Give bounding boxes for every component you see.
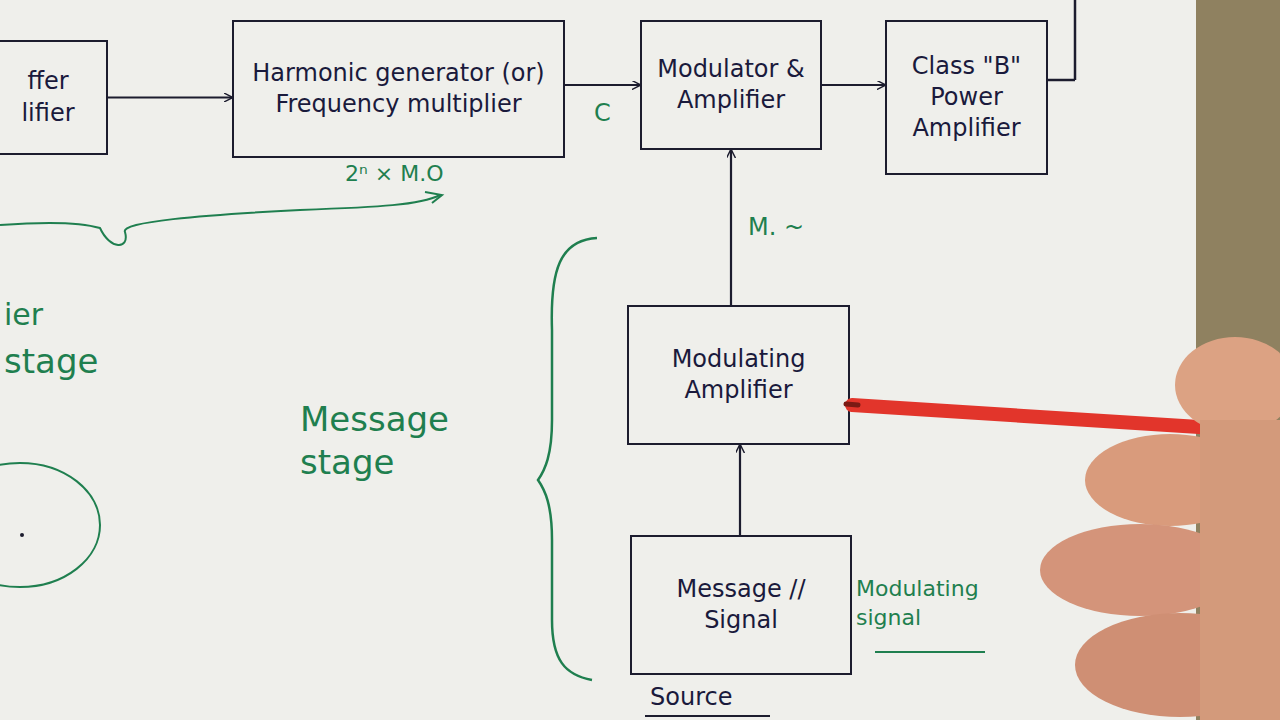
- signal-arrow: [730, 150, 732, 305]
- note-label: Message stage: [300, 398, 475, 483]
- process-box: Class "B" Power Amplifier: [885, 20, 1048, 175]
- output-wire: [1048, 79, 1075, 82]
- red-pen: [852, 405, 1215, 428]
- box-label: ffer lifier: [0, 66, 96, 128]
- edge-label: C: [591, 99, 614, 128]
- box-label: Modulator & Amplifier: [652, 54, 810, 116]
- underline: [645, 715, 770, 717]
- group-curve: [0, 195, 440, 245]
- pen-tip: [846, 404, 858, 405]
- process-box: Harmonic generator (or) Frequency multip…: [232, 20, 565, 158]
- note-label: ier: [4, 296, 43, 334]
- finger: [1075, 613, 1280, 717]
- table-edge: [1192, 0, 1280, 720]
- process-box: ffer lifier: [0, 40, 108, 155]
- box-label: Message // Signal: [642, 574, 840, 636]
- finger: [1040, 524, 1240, 616]
- box-label: Modulating Amplifier: [639, 344, 838, 406]
- process-box: Message // SignalModulating signal: [630, 535, 852, 675]
- edge-label: M. ~: [745, 213, 807, 242]
- process-box: Modulating Amplifier: [627, 305, 850, 445]
- paper-sheet: [0, 0, 1196, 720]
- note-label: Source: [650, 682, 732, 712]
- side-note: Modulating signal: [856, 575, 1021, 632]
- note-label: 2ⁿ × M.O: [345, 160, 443, 188]
- group-brace: [538, 238, 597, 680]
- signal-arrow: [108, 96, 232, 98]
- process-box: Modulator & Amplifier: [640, 20, 822, 150]
- finger: [1085, 434, 1255, 526]
- underline: [875, 651, 985, 653]
- signal-arrow: [565, 84, 640, 86]
- box-label: Harmonic generator (or) Frequency multip…: [244, 58, 553, 120]
- signal-arrow: [739, 445, 741, 535]
- output-wire: [1074, 0, 1077, 80]
- box-label: Class "B" Power Amplifier: [897, 51, 1036, 145]
- signal-arrow: [822, 84, 885, 86]
- thumb: [1175, 337, 1280, 433]
- palm: [1200, 420, 1280, 720]
- note-label: stage: [4, 340, 98, 383]
- dot-mark: [20, 533, 24, 537]
- group-curve-tip: [425, 192, 442, 203]
- circle-mark: [0, 463, 100, 587]
